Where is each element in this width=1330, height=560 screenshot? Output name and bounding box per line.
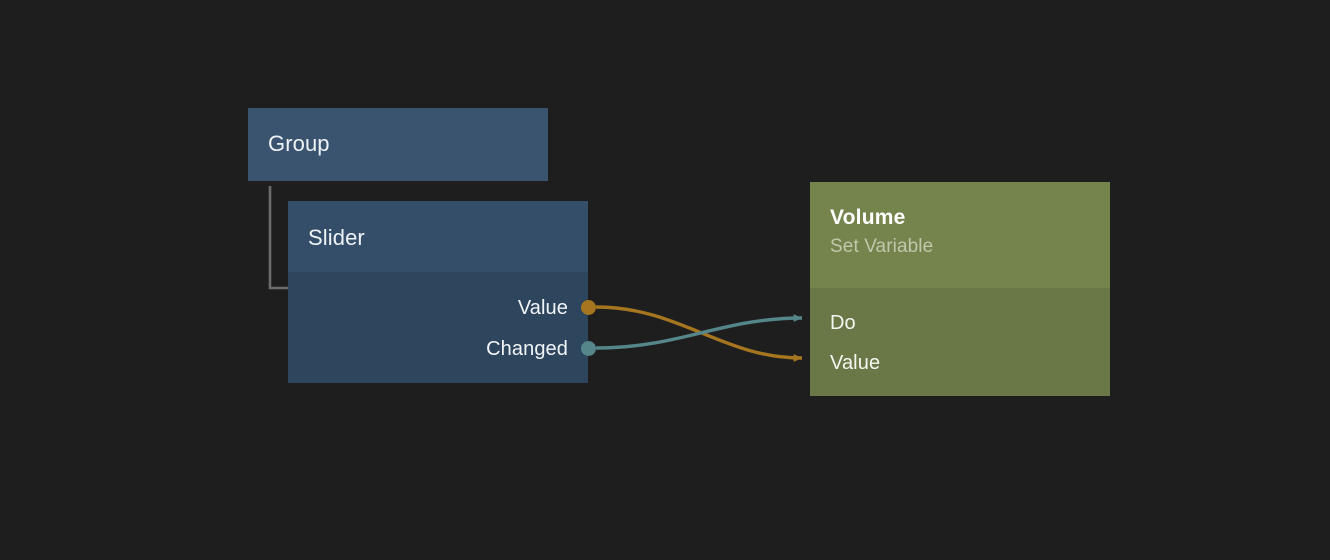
node-slider[interactable]: Slider Value Changed — [288, 201, 588, 383]
slider-node-body: Value Changed — [288, 272, 588, 383]
output-port-label-value: Value — [517, 297, 568, 319]
slider-node-header[interactable]: Slider — [288, 201, 588, 272]
input-port-row-value[interactable]: Value — [830, 352, 880, 375]
group-node-header[interactable]: Group — [248, 108, 548, 181]
volume-node-subtitle: Set Variable — [830, 236, 934, 257]
output-port-dot-value[interactable] — [581, 300, 596, 315]
volume-node-body: Do Value — [810, 288, 1110, 396]
volume-node-header[interactable]: Volume Set Variable — [810, 182, 1110, 288]
node-volume[interactable]: Volume Set Variable Do Value — [810, 182, 1110, 396]
input-port-row-do[interactable]: Do — [830, 312, 856, 335]
group-node-title: Group — [268, 131, 330, 156]
slider-node-title: Slider — [308, 225, 365, 250]
node-group[interactable]: Group — [248, 108, 548, 181]
input-port-label-do: Do — [830, 312, 856, 334]
output-port-label-changed: Changed — [486, 338, 568, 360]
input-port-label-value: Value — [830, 352, 881, 374]
output-port-row-value[interactable]: Value — [518, 297, 568, 320]
output-port-dot-changed[interactable] — [581, 341, 596, 356]
volume-node-title: Volume — [830, 206, 906, 229]
edge-slider-value-to-volume-value — [595, 305, 803, 362]
output-port-row-changed[interactable]: Changed — [486, 338, 568, 361]
edge-slider-changed-to-volume-do — [595, 314, 803, 350]
